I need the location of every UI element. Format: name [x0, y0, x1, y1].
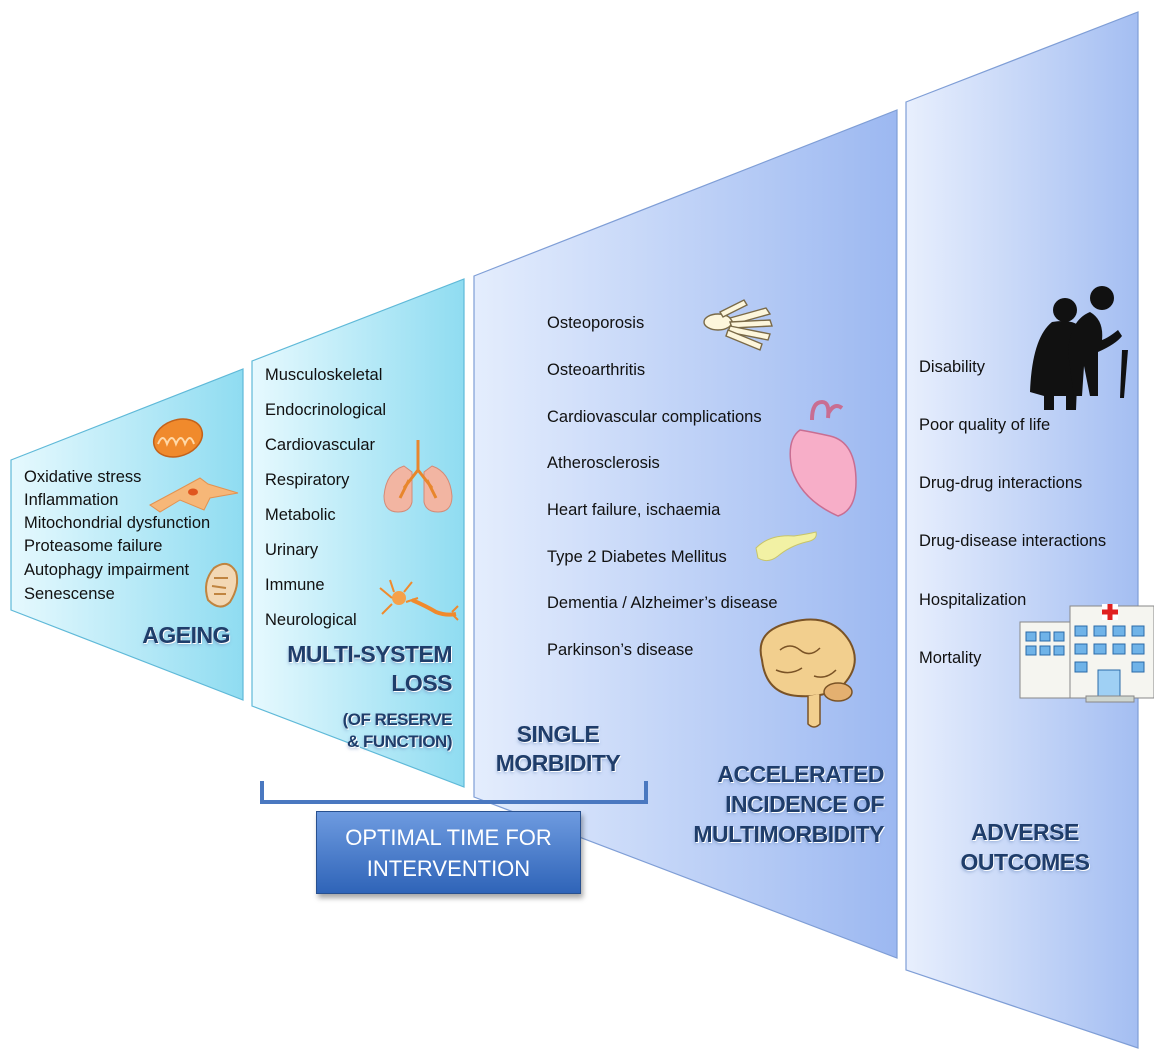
heart-icon [789, 399, 857, 517]
outcomes-panel [905, 11, 1139, 1049]
outcomes-heading-line1: ADVERSE [971, 819, 1079, 845]
multisystem-heading-line2: LOSS [391, 669, 452, 696]
autophagosome-icon [205, 562, 239, 608]
multisystem-heading-line1: MULTI-SYSTEM [287, 641, 452, 667]
intervention-box: OPTIMAL TIME FOR INTERVENTION [316, 811, 581, 894]
multimorbidity-line3: MULTIMORBIDITY [693, 820, 884, 847]
morbidity-panel [473, 109, 898, 959]
outcomes-item: Mortality [919, 649, 982, 667]
neuron-icon [379, 579, 459, 621]
ageing-item: Oxidative stress [24, 468, 142, 486]
multisystem-sub-line2: & FUNCTION) [347, 732, 452, 752]
lungs-icon [383, 440, 453, 513]
outcomes-item: Poor quality of life [919, 416, 1051, 434]
ageing-item: Proteasome failure [24, 537, 163, 555]
multisystem-item: Urinary [265, 541, 319, 559]
outcomes-item: Drug-disease interactions [919, 532, 1107, 550]
morbidity-item: Heart failure, ischaemia [547, 501, 721, 519]
hospital-icon [1019, 604, 1154, 703]
outcomes-heading-line2: OUTCOMES [960, 848, 1090, 875]
ageing-heading: AGEING [120, 622, 230, 650]
multisystem-item: Endocrinological [265, 401, 387, 419]
multisystem-item: Respiratory [265, 471, 350, 489]
multisystem-item: Neurological [265, 611, 357, 629]
multimorbidity-line1: ACCELERATED [717, 761, 884, 787]
hand-bones-icon [703, 299, 773, 351]
multisystem-item: Cardiovascular [265, 436, 376, 454]
ageing-item: Mitochondrial dysfunction [24, 514, 211, 532]
outcomes-item: Disability [919, 358, 986, 376]
morbidity-item: Atherosclerosis [547, 454, 660, 472]
intervention-line2: INTERVENTION [366, 856, 531, 881]
multisystem-panel [251, 278, 465, 788]
multisystem-heading: MULTI-SYSTEM LOSS [262, 640, 452, 698]
morbidity-item: Parkinson’s disease [547, 641, 694, 659]
single-morbidity-line2: MORBIDITY [495, 749, 621, 776]
multisystem-item: Musculoskeletal [265, 366, 383, 384]
multisystem-subheading: (OF RESERVE & FUNCTION) [300, 709, 453, 753]
multimorbidity-heading: ACCELERATED INCIDENCE OF MULTIMORBIDITY [660, 760, 884, 850]
single-morbidity-heading: SINGLE MORBIDITY [478, 720, 638, 778]
elderly-couple-icon [1030, 286, 1128, 410]
multisystem-item: Immune [265, 576, 325, 594]
intervention-bracket [260, 781, 648, 804]
ageing-item: Autophagy impairment [24, 561, 190, 579]
multisystem-item: Metabolic [265, 506, 336, 524]
outcomes-item: Drug-drug interactions [919, 474, 1083, 492]
outcomes-item: Hospitalization [919, 591, 1027, 609]
mitochondrion-icon [152, 418, 204, 458]
single-morbidity-line1: SINGLE [516, 721, 600, 747]
ageing-item: Inflammation [24, 491, 119, 509]
morbidity-item: Osteoarthritis [547, 361, 646, 379]
ageing-item: Senescense [24, 585, 115, 603]
morbidity-item: Type 2 Diabetes Mellitus [547, 548, 727, 566]
multimorbidity-line2: INCIDENCE OF [725, 790, 884, 817]
morbidity-item: Osteoporosis [547, 314, 645, 332]
morbidity-item: Cardiovascular complications [547, 408, 762, 426]
morbidity-item: Dementia / Alzheimer’s disease [547, 594, 778, 612]
multisystem-sub-line1: (OF RESERVE [342, 710, 453, 729]
outcomes-heading: ADVERSE OUTCOMES [940, 818, 1110, 878]
ageing-heading-text: AGEING [142, 622, 230, 648]
intervention-line1: OPTIMAL TIME FOR [345, 825, 552, 850]
pancreas-icon [755, 531, 817, 562]
brain-icon [759, 618, 856, 728]
cell-icon [149, 477, 239, 513]
